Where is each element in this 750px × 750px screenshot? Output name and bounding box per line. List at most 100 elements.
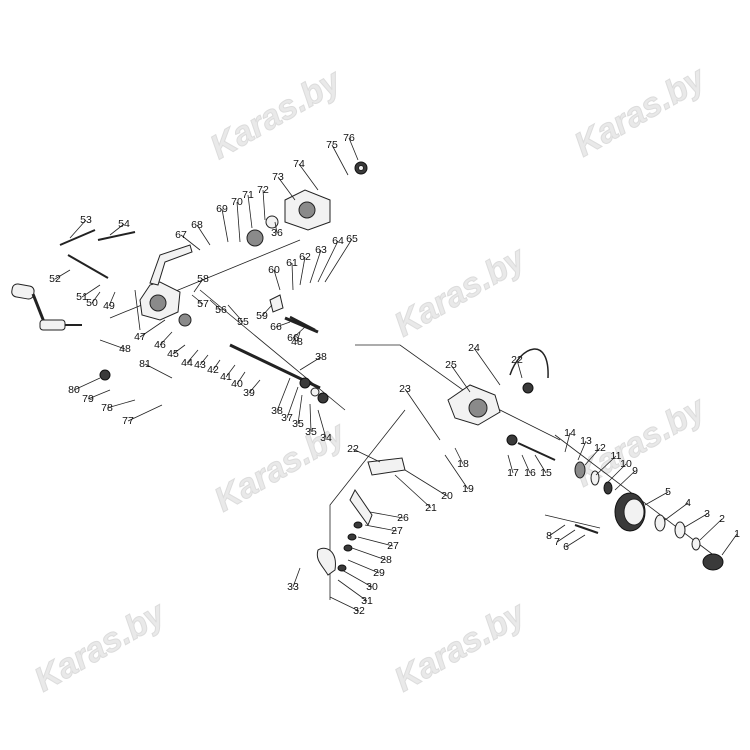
leader-line [196,224,211,246]
anti-reverse-knob [99,369,111,381]
part-number-label: 24 [468,342,480,354]
part-number-label: 49 [103,300,115,312]
leader-line [721,533,738,556]
part-number-label: 72 [257,184,269,196]
leader-line [317,240,339,283]
part-number-label: 54 [118,218,130,230]
part-number-label: 32 [353,605,365,617]
leader-line [159,331,173,346]
leader-line [273,269,281,291]
leader-line [548,524,566,537]
handle-arm [31,293,46,323]
cam-part [178,313,192,327]
gear-housing-part [284,189,331,231]
gear-bushing [265,215,279,229]
watermark: Karas.by [388,238,533,344]
leader-line [291,262,294,291]
leader-line [331,144,349,176]
part-number-label: 51 [76,291,88,303]
leader-line [664,502,689,521]
washer [654,514,666,532]
part-number-label: 10 [620,458,632,470]
leader-line [91,291,101,304]
leader-line [404,388,441,441]
leader-line [73,377,101,391]
part-number-label: 27 [391,525,403,537]
leader-line [309,249,322,284]
leader-line [212,359,221,371]
leader-line [347,559,380,574]
screw [97,231,136,241]
part-number-label: 12 [594,442,606,454]
part-number-label: 81 [139,358,151,370]
part-number-label: 42 [207,364,219,376]
leader-line [127,404,163,422]
leader-line [644,491,669,506]
part-number-label: 79 [82,393,94,405]
leader-line [606,463,627,484]
bearing-75-bore [358,165,364,171]
part-number-label: 5 [665,486,671,498]
leader-line [292,567,301,588]
part-number-label: 43 [194,359,206,371]
leader-line [193,278,204,293]
leader-line [172,344,186,355]
part-number-label: 75 [326,139,338,151]
leader-line [565,534,586,548]
leader-line [564,432,571,453]
part-number-label: 56 [215,304,227,316]
leader-line [351,547,387,561]
part-number-label: 22 [511,354,523,366]
leader-line [87,389,111,400]
part-number-label: 25 [445,359,457,371]
part-number-label: 55 [237,316,249,328]
leader-line [534,454,547,474]
screw [67,254,109,279]
leader-line [261,304,273,317]
spring [353,521,363,529]
part-number-label: 77 [122,415,134,427]
part-number-label: 29 [373,567,385,579]
leader-line [595,455,617,476]
part-number-label: 23 [399,383,411,395]
leader-line [277,176,296,201]
leader-line [584,447,601,466]
drag-knob [702,553,724,571]
handle-shaft [39,319,66,331]
reel-body-part [134,244,193,331]
leader-line [54,269,71,280]
washer [674,521,686,539]
screw [574,524,599,534]
bail-wire [509,348,549,379]
part-number-label: 8 [546,530,552,542]
leader-line [236,371,246,385]
part-number-label: 67 [175,229,187,241]
leader-line [298,163,319,191]
clutch-lever [349,489,373,527]
watermark: Karas.by [568,58,713,164]
part-number-label: 11 [611,450,622,462]
leader-line [191,294,204,305]
rotor-nut [506,434,518,446]
part-number-label: 65 [346,233,358,245]
part-number-label: 78 [101,402,113,414]
part-number-label: 53 [80,214,92,226]
leader-line [404,469,448,497]
leader-line [221,208,229,243]
stopper-shaft [289,315,316,332]
part-number-label: 47 [134,331,146,343]
part-number-label: 9 [632,465,638,477]
leader-line [317,409,327,439]
leader-line [69,219,87,239]
leader-line [186,349,199,364]
part-number-label: 73 [272,171,284,183]
part-number-label: 28 [380,554,392,566]
leader-line [507,454,514,474]
part-number-label: 69 [216,203,228,215]
part-number-label: 61 [286,257,298,269]
part-number-label: 38 [271,405,283,417]
part-number-label: 7 [554,536,560,548]
leader-line [236,201,241,243]
part-number-label: 71 [242,189,254,201]
spool-shaft [517,442,556,461]
